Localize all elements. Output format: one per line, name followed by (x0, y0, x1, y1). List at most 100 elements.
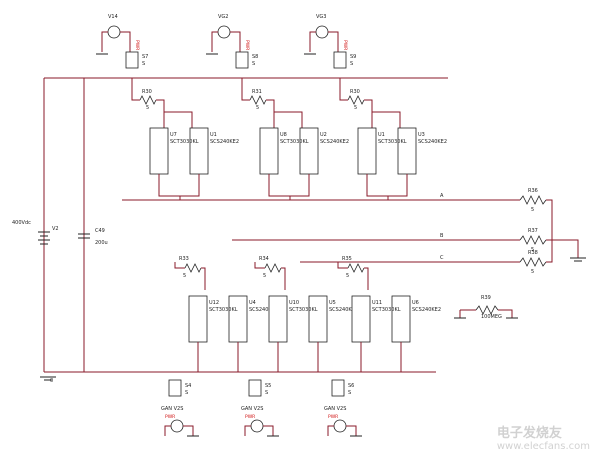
switch-ref-label: S8 (252, 54, 258, 60)
gen-ref-label: GAN V2S (324, 406, 346, 412)
gate-res-val: 5 (183, 273, 186, 279)
watermark-brand: 电子发烧友 (496, 426, 562, 441)
pwr-label: PWR (328, 414, 338, 420)
top-device-b-1 (299, 127, 319, 175)
bot-ub-ref-1: U5 (329, 300, 336, 306)
gate-res-ref: R31 (252, 89, 262, 95)
switch-box (168, 379, 182, 397)
load-ref-label: R38 (528, 250, 538, 256)
star-point-wire (546, 199, 579, 263)
source-volt-label: 400Vdc (12, 220, 31, 226)
switch-box (331, 379, 345, 397)
ground-icon (40, 376, 56, 381)
load-ref-label: R37 (528, 228, 538, 234)
top-ua-val-2: SCT3030KL (378, 139, 407, 145)
dc-source-symbol (38, 231, 50, 245)
phase-c-label: C (440, 255, 444, 261)
load-res-val: 5 (531, 247, 534, 253)
top-ub-ref-2: U3 (418, 132, 425, 138)
top-device-b-0 (189, 127, 209, 175)
switch-val-label: S (348, 390, 351, 396)
top-ub-ref-1: U2 (320, 132, 327, 138)
switch-ref-label: S6 (348, 383, 354, 389)
source-ref-label: V2 (52, 226, 59, 232)
switch-ref-label: S4 (185, 383, 191, 389)
bot-ub-val-0: SCS240KE2 (249, 307, 278, 313)
switch-box (248, 379, 262, 397)
top-device-b-2 (397, 127, 417, 175)
gate-res-val: 5 (354, 105, 357, 111)
pwr-label: PWR (165, 414, 175, 420)
phase-a-label: A (440, 193, 444, 199)
top-ub-val-2: SCS240KE2 (418, 139, 447, 145)
top-ub-val-1: SCS240KE2 (320, 139, 349, 145)
switch-val-label: S (185, 390, 188, 396)
gate-source-icon (250, 419, 264, 433)
bot-ub-ref-0: U4 (249, 300, 256, 306)
bot-ua-ref-1: U10 (289, 300, 299, 306)
load-res-val: 5 (531, 207, 534, 213)
gate-res-ref: R33 (179, 256, 189, 262)
gate-res-ref: R30 (350, 89, 360, 95)
load-ref-label: R36 (528, 188, 538, 194)
top-ub-ref-0: U1 (210, 132, 217, 138)
extra-value-label: 100MEG (481, 314, 502, 320)
ground-label: 0 (50, 378, 53, 384)
load-resistor-0: R36 5 (519, 188, 547, 213)
bot-ua-ref-2: U11 (372, 300, 382, 306)
switch-box (333, 51, 347, 69)
gate-source-icon (315, 25, 329, 39)
top-device-a-2 (357, 127, 377, 175)
switch-val-label: S (265, 390, 268, 396)
switch-ref-label: S7 (142, 54, 148, 60)
pwr-label: PWR (342, 40, 348, 50)
capacitor-value-label: 200u (95, 240, 108, 246)
pwr-label: PWR (134, 40, 140, 50)
top-device-a-1 (259, 127, 279, 175)
watermark-url: www.elecfans.com (496, 441, 590, 452)
bot-ub-ref-2: U6 (412, 300, 419, 306)
bot-ua-val-1: SCT3030KL (289, 307, 318, 313)
gen-ref-label: VG2 (218, 14, 228, 20)
switch-box (235, 51, 249, 69)
gate-res-val: 5 (146, 105, 149, 111)
load-res-val: 5 (531, 269, 534, 275)
top-device-a-0 (149, 127, 169, 175)
gate-res-ref: R34 (259, 256, 269, 262)
gate-res-val: 5 (346, 273, 349, 279)
gate-res-ref: R35 (342, 256, 352, 262)
extra-resistor-group (454, 305, 518, 319)
bot-ub-val-1: SCS240KE2 (329, 307, 358, 313)
top-ua-ref-0: U7 (170, 132, 177, 138)
gate-source-icon (333, 419, 347, 433)
gate-res-ref: R30 (142, 89, 152, 95)
gen-ref-label: GAN V2S (161, 406, 183, 412)
bot-device-a-1 (268, 295, 288, 343)
switch-val-label: S (252, 61, 255, 67)
top-ua-ref-2: U1 (378, 132, 385, 138)
switch-ref-label: S5 (265, 383, 271, 389)
gen-ref-label: GAN V2S (241, 406, 263, 412)
top-ua-val-0: SCT3030KL (170, 139, 199, 145)
bot-device-b-1 (308, 295, 328, 343)
gate-source-icon (170, 419, 184, 433)
gate-res-val: 5 (263, 273, 266, 279)
bot-ub-val-2: SCS240KE2 (412, 307, 441, 313)
bot-device-b-0 (228, 295, 248, 343)
switch-val-label: S (350, 61, 353, 67)
pwr-label: PWR (244, 40, 250, 50)
switch-val-label: S (142, 61, 145, 67)
capacitor-symbol (78, 233, 90, 239)
phase-b-label: B (440, 233, 444, 239)
pwr-label: PWR (245, 414, 255, 420)
bot-device-a-2 (351, 295, 371, 343)
bot-device-b-2 (391, 295, 411, 343)
